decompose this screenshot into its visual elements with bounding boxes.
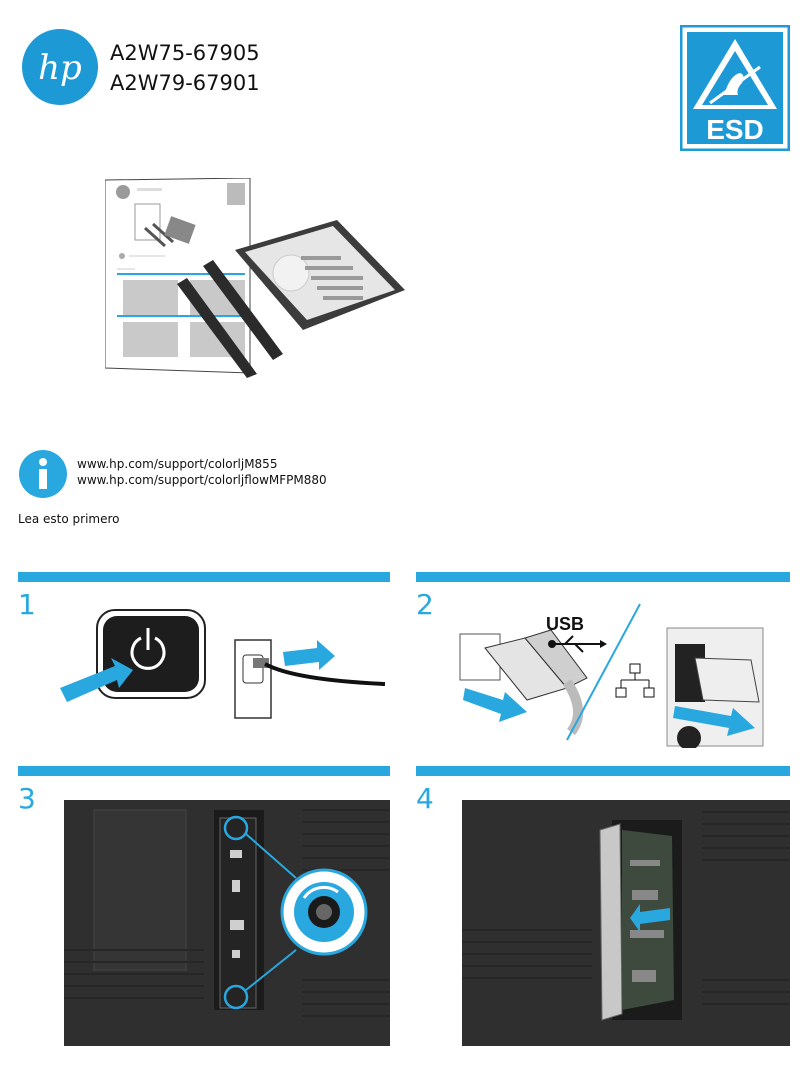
- step-1-bar: [18, 572, 390, 582]
- support-url-m855[interactable]: www.hp.com/support/colorljM855: [77, 457, 278, 471]
- step-3-number: 3: [18, 782, 36, 815]
- part-number-1: A2W75-67905: [110, 41, 260, 65]
- step-3-bar: [18, 766, 390, 776]
- kit-contents-illustration: [105, 178, 405, 378]
- hp-logo: hp: [22, 29, 98, 105]
- svg-text:hp: hp: [38, 48, 82, 88]
- part-numbers: A2W75-67905 A2W79-67901: [110, 38, 260, 98]
- step-1-number: 1: [18, 588, 36, 621]
- svg-text:USB: USB: [546, 614, 584, 634]
- step-4-photo: [462, 800, 790, 1046]
- esd-badge-icon: ESD: [680, 25, 790, 151]
- support-urls: www.hp.com/support/colorljM855 www.hp.co…: [77, 456, 327, 488]
- support-url-m880[interactable]: www.hp.com/support/colorljflowMFPM880: [77, 473, 327, 487]
- step-2-illustration: USB: [459, 603, 764, 748]
- step-2-number: 2: [416, 588, 434, 621]
- step-2-bar: [416, 572, 790, 582]
- step-4-number: 4: [416, 782, 434, 815]
- svg-text:ESD: ESD: [706, 114, 764, 145]
- read-first-label: Lea esto primero: [18, 512, 120, 526]
- part-number-2: A2W79-67901: [110, 71, 260, 95]
- step-3-photo: [64, 800, 390, 1046]
- step-1-illustration: [60, 609, 386, 719]
- info-icon: [19, 450, 67, 498]
- step-4-bar: [416, 766, 790, 776]
